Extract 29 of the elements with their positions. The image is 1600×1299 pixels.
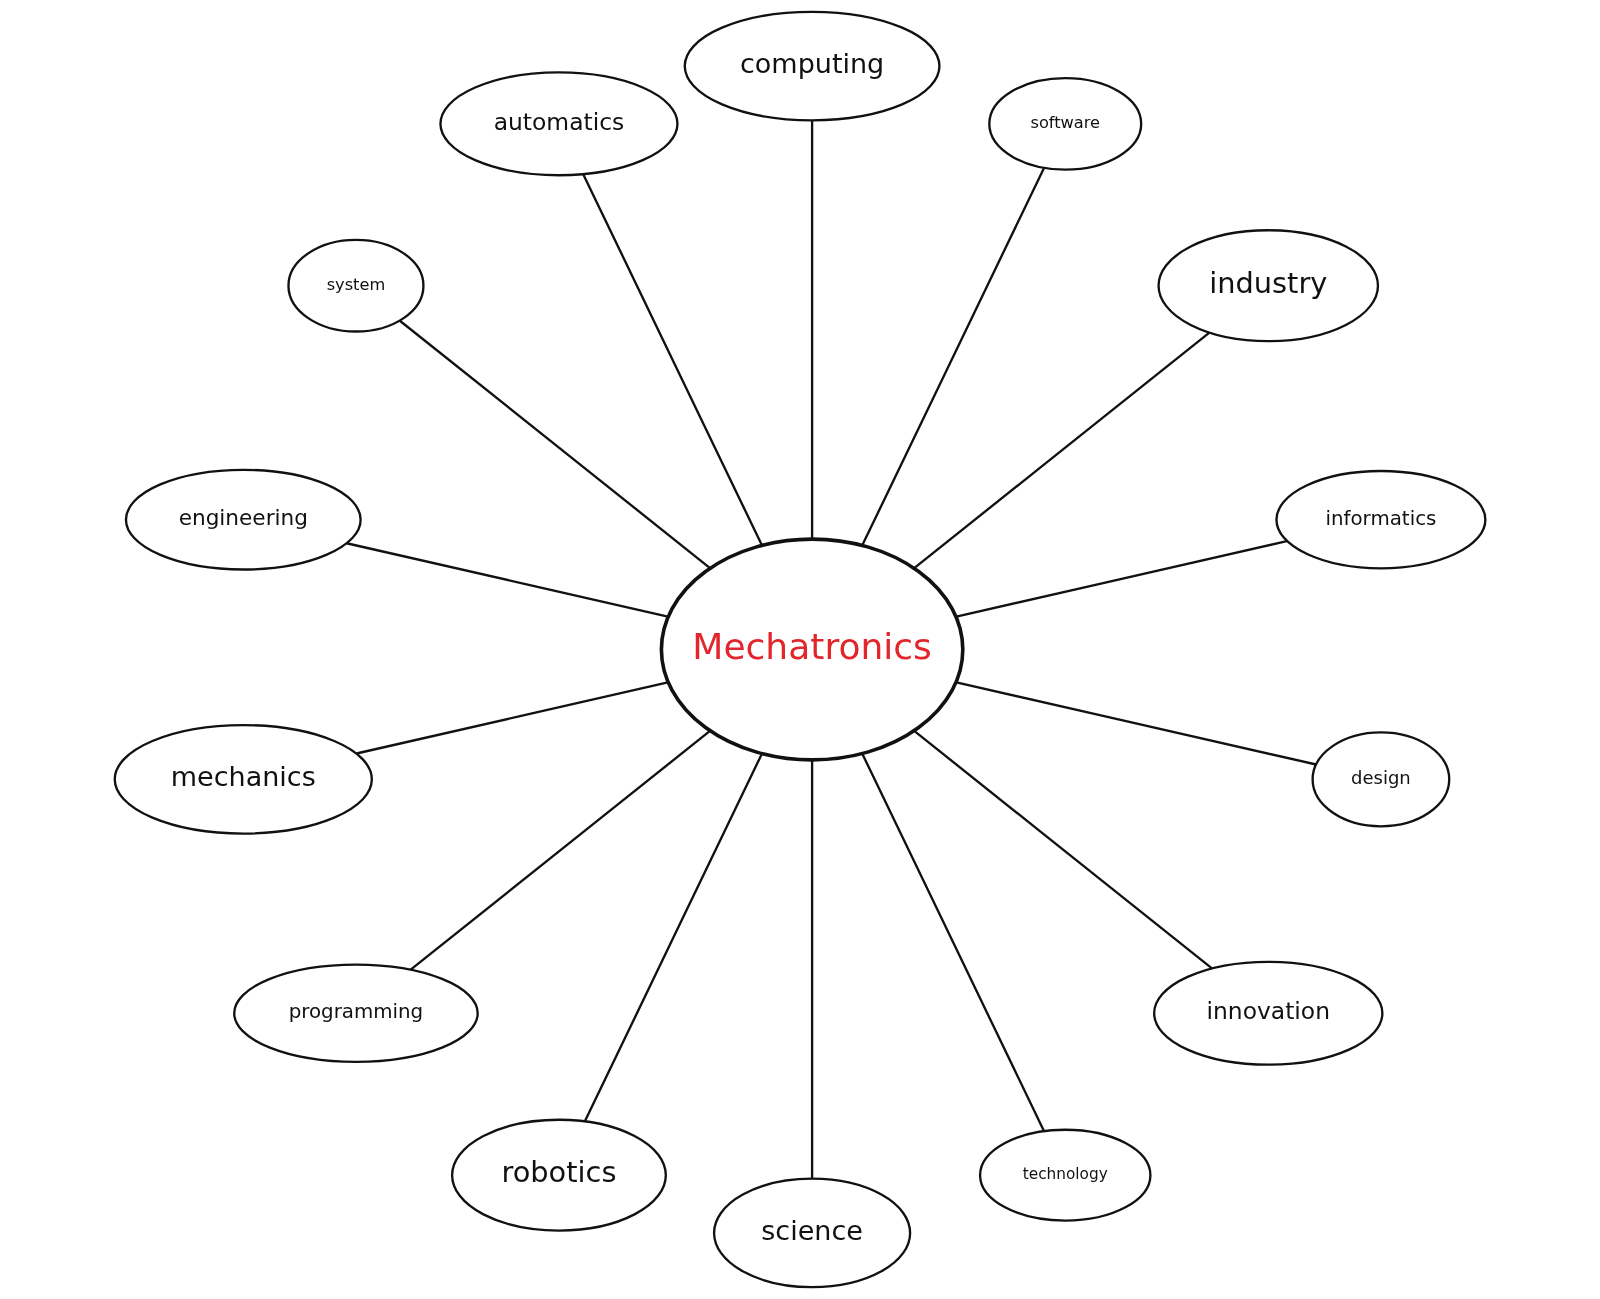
connector [861,167,1045,546]
node-ellipse: automatics [439,71,679,177]
node-ellipse: technology [978,1128,1152,1222]
node-ellipse: mechanics [113,723,373,835]
connector [956,540,1288,618]
node-ellipse: robotics [450,1118,667,1232]
connector [409,730,711,971]
connector [913,331,1211,569]
connector [399,319,711,569]
node-ellipse: science [712,1177,912,1289]
node-ellipse: software [988,76,1143,171]
node-ellipse: Mechatronics [659,537,965,762]
connector [810,759,814,1179]
node-ellipse: industry [1157,229,1380,343]
connector [913,730,1213,970]
node-ellipse: informatics [1275,469,1487,570]
node-ellipse: engineering [124,468,362,571]
node-ellipse: computing [683,10,941,122]
connector [346,542,669,618]
connector [582,173,763,546]
connector [861,753,1046,1132]
node-ellipse: innovation [1153,960,1384,1066]
node-ellipse: programming [233,963,479,1064]
connector [956,681,1317,766]
node-ellipse: system [287,238,425,333]
node-ellipse: design [1311,731,1451,828]
connector [810,120,814,540]
connector [356,681,669,755]
connector [583,753,763,1122]
